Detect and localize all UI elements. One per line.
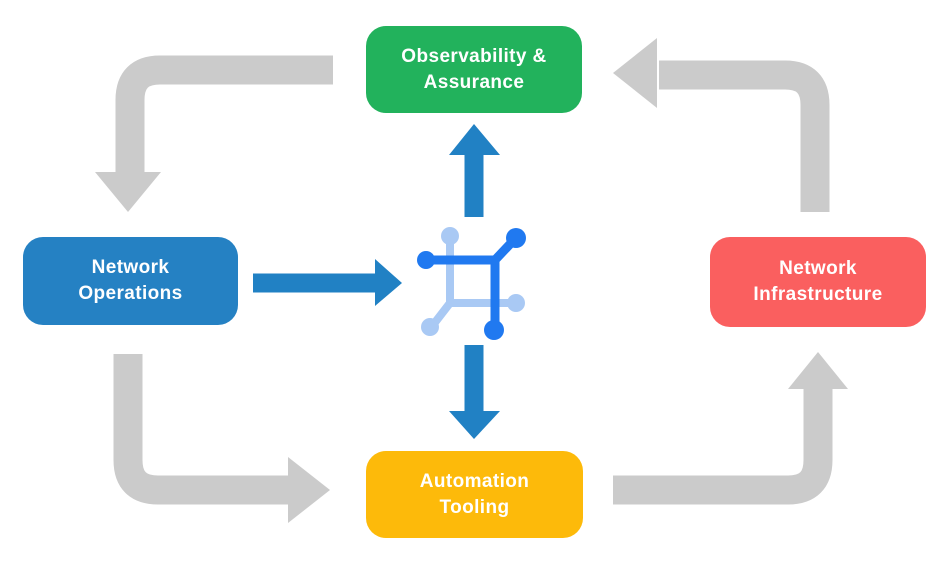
node-label-line: Network	[779, 258, 857, 279]
arrow-operations-to-automation	[113, 354, 330, 523]
arrow-automation-to-infrastructure	[613, 352, 848, 505]
arrow-operations-to-center	[253, 259, 402, 306]
arrow-center-to-automation	[449, 345, 500, 439]
node-observability-assurance: Observability & Assurance	[366, 26, 582, 113]
node-label-line: Infrastructure	[753, 284, 883, 305]
arrow-center-to-observability	[449, 124, 500, 217]
node-automation-tooling: Automation Tooling	[366, 451, 583, 538]
node-label-line: Operations	[78, 283, 183, 304]
node-network-operations: Network Operations	[23, 237, 238, 325]
node-network-infrastructure: Network Infrastructure	[710, 237, 926, 327]
network-hub-icon	[417, 227, 526, 340]
arrow-infrastructure-to-observability	[613, 38, 830, 212]
arrow-observability-to-operations	[95, 55, 333, 212]
node-label-line: Assurance	[423, 71, 525, 93]
node-label-line: Automation	[419, 470, 530, 492]
node-label-line: Network	[91, 257, 170, 278]
node-label-line: Observability &	[401, 45, 547, 67]
node-label-line: Tooling	[439, 496, 510, 518]
